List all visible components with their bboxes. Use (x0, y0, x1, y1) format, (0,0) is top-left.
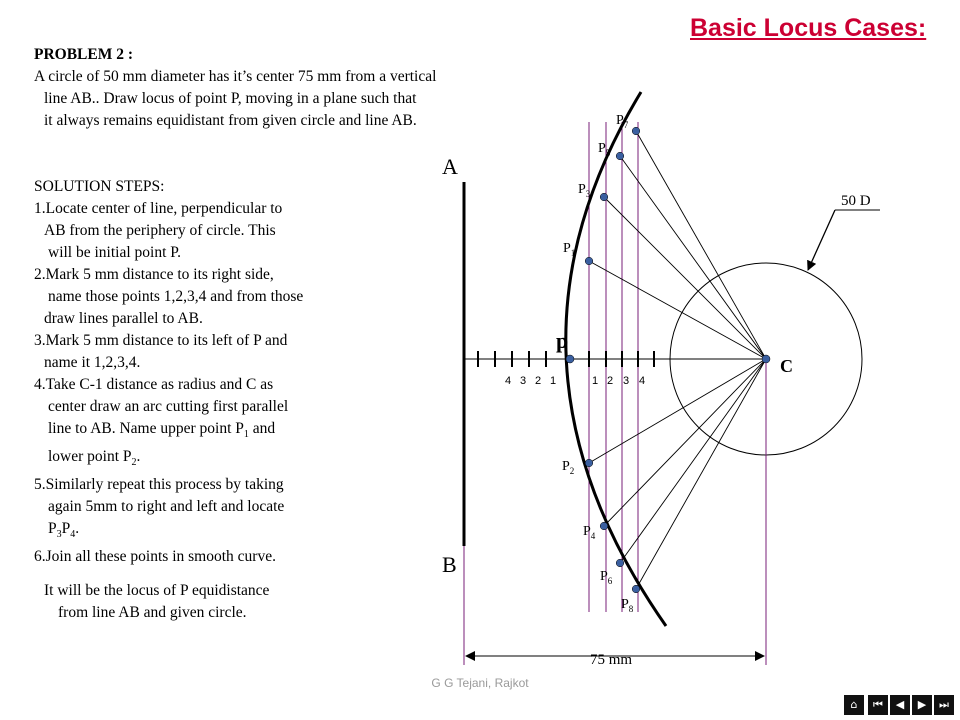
previous-slide-icon[interactable]: ◀ (890, 695, 910, 715)
locus-point (631, 584, 641, 594)
tick-label: 3 (623, 375, 629, 387)
step-line: AB from the periphery of circle. This (44, 222, 276, 239)
slide-title: Basic Locus Cases: (690, 14, 927, 42)
problem-line: line AB.. Draw locus of point P, moving … (44, 90, 417, 107)
conclusion-line: It will be the locus of P equidistance (44, 582, 270, 600)
step-line: again 5mm to right and left and locate (48, 498, 285, 516)
problem-line: A circle of 50 mm diameter has it’s cent… (34, 68, 437, 85)
step-line: lower point P2. (34, 446, 414, 474)
label-b: B (442, 552, 457, 577)
point-label: P2 (562, 459, 574, 476)
tick-label: 3 (520, 375, 526, 387)
locus-point (584, 458, 594, 468)
tick-label: 4 (639, 375, 645, 387)
step-text: P (48, 520, 57, 538)
step-line: 5.Similarly repeat this process by takin… (34, 476, 284, 494)
ray-line (619, 358, 767, 564)
label-diameter: 50 D (841, 193, 871, 209)
step-text: P (61, 520, 71, 538)
tick-label: 2 (535, 375, 541, 387)
diameter-leader (807, 209, 836, 271)
problem-line: it always remains equidistant from given… (44, 112, 417, 129)
label-distance: 75 mm (590, 652, 632, 668)
ray-line (588, 260, 767, 360)
steps-heading: SOLUTION STEPS: (34, 178, 165, 195)
ray-line (603, 196, 767, 360)
step-text: line to AB. Name upper point P (48, 420, 244, 437)
ray-line (635, 130, 767, 360)
step-text: and (248, 420, 276, 437)
locus-point (615, 558, 625, 568)
locus-point (584, 256, 594, 266)
ray-line (603, 358, 767, 527)
point-label: P8 (621, 597, 634, 614)
step-line: center draw an arc cutting first paralle… (48, 398, 289, 415)
problem-statement: PROBLEM 2 : A circle of 50 mm diameter h… (34, 44, 534, 132)
ray-line (588, 358, 767, 464)
tick-label: 4 (505, 375, 511, 387)
step-line: line to AB. Name upper point P1 and (34, 418, 414, 446)
home-nav-icon[interactable]: ⌂ (844, 695, 864, 715)
locus-points (584, 126, 641, 594)
ray-line (619, 155, 767, 360)
step-sub: 1 (243, 429, 249, 441)
point-label: P5 (598, 141, 611, 158)
step-line: draw lines parallel to AB. (44, 310, 203, 327)
step-line: P3P4. (34, 518, 414, 546)
point-label: P6 (600, 569, 613, 586)
step-line: name it 1,2,3,4. (44, 354, 141, 371)
step-line: name those points 1,2,3,4 and from those (48, 288, 304, 305)
step-line: 6.Join all these points in smooth curve. (34, 548, 276, 566)
footer-credit: G G Tejani, Rajkot (431, 676, 529, 690)
ray-line (635, 358, 767, 590)
step-text: lower point P (48, 448, 132, 466)
point-label: P1 (563, 241, 575, 258)
first-slide-icon[interactable]: ⏮ (868, 695, 888, 715)
conclusion-line: from line AB and given circle. (58, 604, 247, 622)
step-sub: 2 (131, 457, 137, 469)
problem-heading: PROBLEM 2 : (34, 46, 134, 63)
tick-marks (477, 351, 655, 367)
point-label: P4 (583, 524, 596, 541)
ray-lines (588, 130, 767, 590)
locus-point (615, 151, 625, 161)
tick-label: 2 (607, 375, 613, 387)
center-point (761, 354, 771, 364)
locus-point (599, 192, 609, 202)
label-a: A (442, 154, 458, 179)
locus-point (599, 521, 609, 531)
step-text: . (75, 520, 80, 538)
last-slide-icon[interactable]: ⏭ (934, 695, 954, 715)
step-line: 1.Locate center of line, perpendicular t… (34, 200, 283, 217)
step-text: . (136, 448, 141, 466)
step-line: 2.Mark 5 mm distance to its right side, (34, 266, 274, 283)
step-sub: 3 (56, 529, 62, 541)
point-label: P3 (578, 182, 591, 199)
initial-point (565, 354, 575, 364)
tick-label: 1 (550, 375, 556, 387)
label-c: C (780, 356, 793, 376)
tick-label: 1 (592, 375, 598, 387)
step-sub: 4 (70, 529, 76, 541)
point-label: P7 (616, 113, 629, 130)
locus-point (631, 126, 641, 136)
label-p: p (556, 328, 568, 353)
step-line: will be initial point P. (48, 244, 182, 261)
step-line: 4.Take C-1 distance as radius and C as (34, 376, 274, 393)
solution-steps: SOLUTION STEPS: 1.Locate center of line,… (34, 176, 414, 624)
step-line: 3.Mark 5 mm distance to its left of P an… (34, 332, 288, 349)
next-slide-icon[interactable]: ▶ (912, 695, 932, 715)
